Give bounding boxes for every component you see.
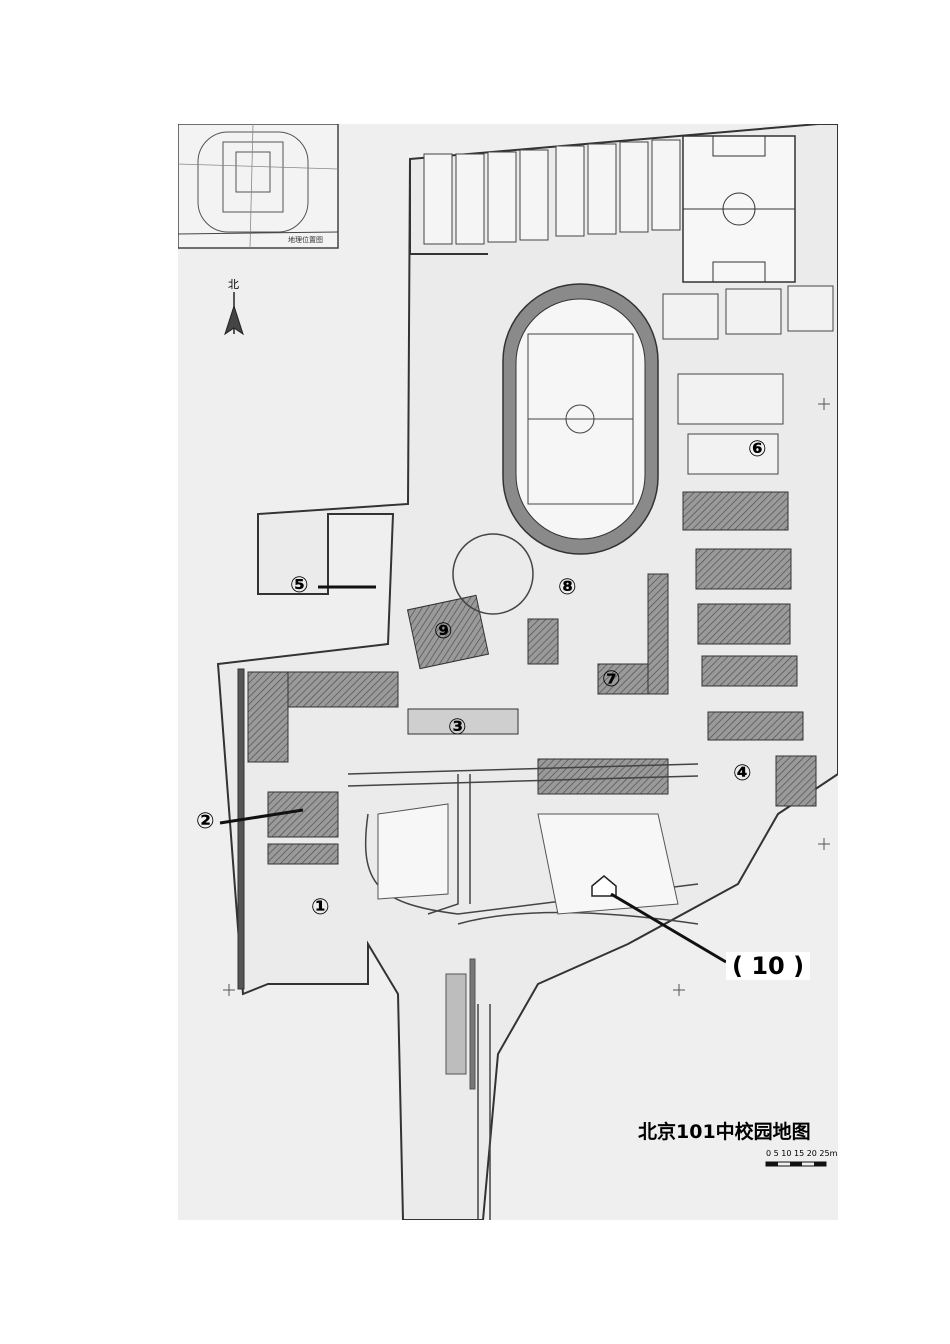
running-track xyxy=(502,283,659,555)
leader-lines xyxy=(219,585,727,964)
scale-label: 0 5 10 15 20 25m xyxy=(766,1149,838,1158)
marker-2: ② xyxy=(196,809,215,834)
marker-10: ( 10 ) xyxy=(726,952,811,980)
scale-bar xyxy=(765,1161,827,1167)
inset-location-map xyxy=(178,124,339,249)
marker-9: ⑨ xyxy=(434,619,453,644)
marker-5: ⑤ xyxy=(290,573,309,598)
marker-1: ① xyxy=(311,895,330,920)
football-field xyxy=(682,135,796,283)
marker-6: ⑥ xyxy=(748,437,767,462)
marker-7: ⑦ xyxy=(602,667,621,692)
basketball-courts xyxy=(662,285,834,475)
marker-8: ⑧ xyxy=(558,575,577,600)
marker-4: ④ xyxy=(733,761,752,786)
north-arrow-icon xyxy=(224,292,244,336)
tennis-courts xyxy=(423,139,681,245)
marker-3: ③ xyxy=(448,715,467,740)
pavilion-building-icon xyxy=(591,875,617,897)
north-label: 北 xyxy=(228,278,239,291)
campus-map: ① ② ③ ④ ⑤ ⑥ ⑦ ⑧ ⑨ ( 10 ) 北京101中校园地图 0 5 … xyxy=(178,124,838,1220)
lawn-areas xyxy=(377,803,679,1090)
map-drawing xyxy=(178,124,838,1220)
map-title: 北京101中校园地图 xyxy=(638,1121,811,1143)
classroom-buildings xyxy=(682,491,817,807)
survey-crosses xyxy=(223,398,830,996)
inset-caption: 地理位置图 xyxy=(288,236,323,244)
